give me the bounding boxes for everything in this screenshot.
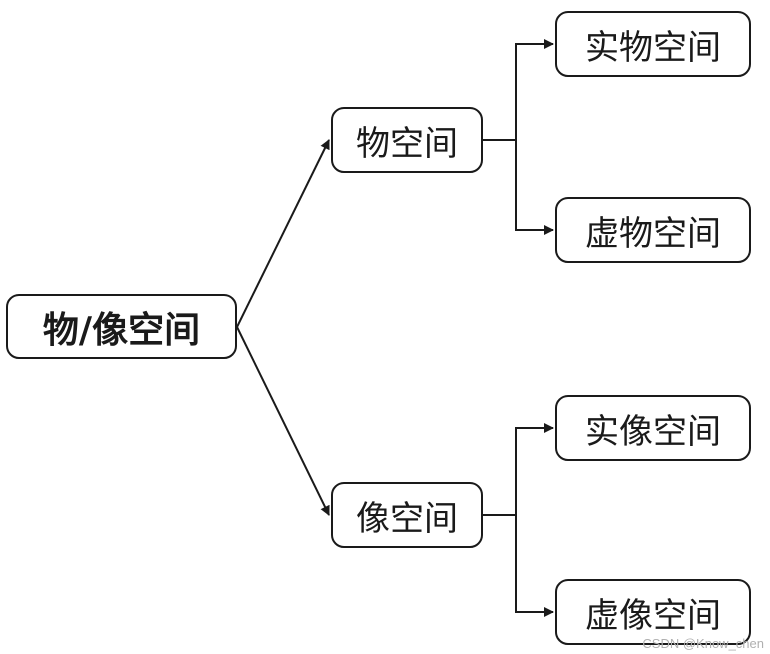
node-real-image-space: 实像空间 (555, 395, 751, 461)
edge-root-to-object-space (236, 139, 330, 328)
node-object-space: 物空间 (331, 107, 483, 173)
node-virtual-object-space: 虚物空间 (555, 197, 751, 263)
edge-image-to-real-image (483, 423, 554, 516)
watermark: CSDN @Know_chen (642, 636, 764, 651)
edge-root-to-image-space (236, 326, 330, 516)
node-image-space: 像空间 (331, 482, 483, 548)
edge-image-to-virtual-image (483, 514, 554, 617)
node-virtual-image-space: 虚像空间 (555, 579, 751, 645)
edge-object-to-virtual-object (483, 139, 554, 235)
edge-object-to-real-object (483, 39, 554, 141)
node-real-object-space: 实物空间 (555, 11, 751, 77)
root-node-object-image-space: 物/像空间 (6, 294, 237, 359)
